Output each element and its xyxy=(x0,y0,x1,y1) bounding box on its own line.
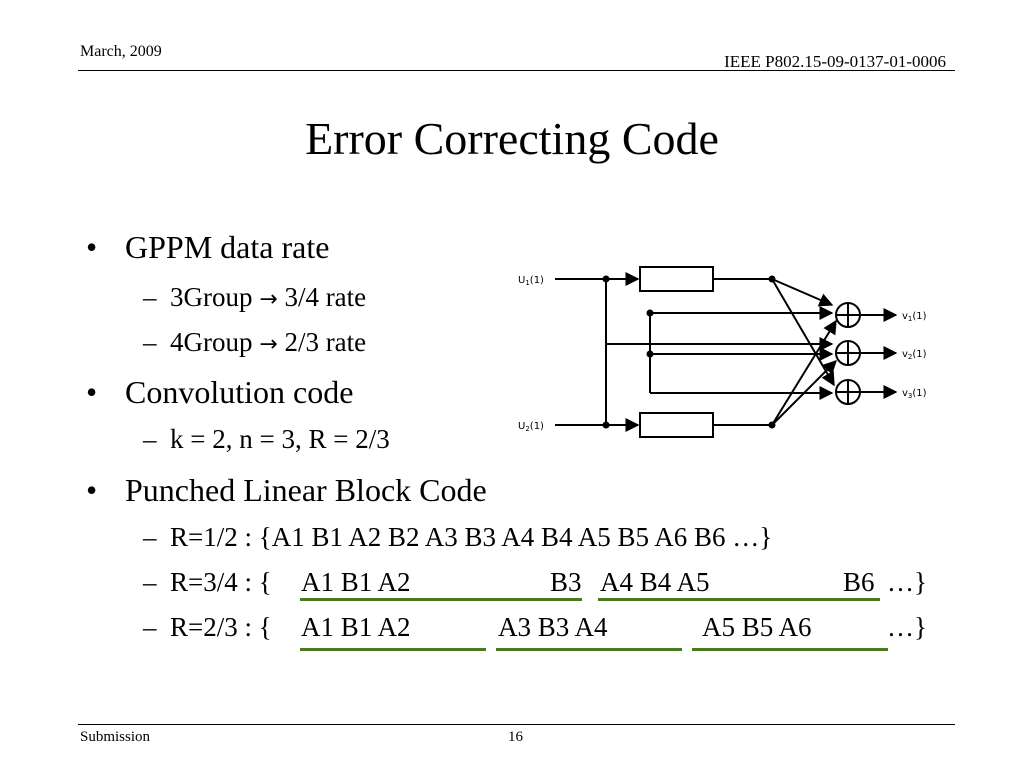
rate-3-4-group1-b: B3 xyxy=(550,567,582,597)
rate-2-3-underline-1 xyxy=(300,648,486,651)
junction-dot xyxy=(768,421,776,429)
header-date: March, 2009 xyxy=(80,43,162,60)
rate-3-4-group1-a: A1 B1 A2 xyxy=(301,567,411,597)
dash: – xyxy=(143,522,157,552)
sub-bullet-4group: 4Group → 2/3 rate xyxy=(170,327,366,358)
sub-bullet-rate-2-3-prefix: R=2/3 : { xyxy=(170,612,272,642)
junction-dot xyxy=(768,275,776,283)
rate-2-3-suffix: …} xyxy=(887,612,927,642)
footer-submission: Submission xyxy=(80,729,151,745)
arrow-icon: → xyxy=(259,332,278,357)
bullet-dot: • xyxy=(86,229,98,265)
label-v1: v1(1) xyxy=(902,311,927,323)
sub-bullet-4group-rate: 2/3 rate xyxy=(284,327,367,357)
dash: – xyxy=(143,567,157,597)
header-rule xyxy=(78,70,955,71)
sub-bullet-3group: 3Group → 3/4 rate xyxy=(170,282,366,313)
rate-3-4-underline-2 xyxy=(598,598,880,601)
label-v3: v3(1) xyxy=(902,388,927,400)
dash: – xyxy=(143,612,157,642)
rate-3-4-group2-a: A4 B4 A5 xyxy=(600,567,710,597)
xor-adder-2-icon xyxy=(835,340,861,366)
rate-2-3-group2: A3 B3 A4 xyxy=(498,612,608,642)
junction-dot xyxy=(602,275,610,283)
rate-2-3-underline-3 xyxy=(692,648,888,651)
bullet-punched-linear-block-code: Punched Linear Block Code xyxy=(125,472,487,508)
sub-bullet-rate-3-4-prefix: R=3/4 : { xyxy=(170,567,272,597)
delay-register-2 xyxy=(639,412,714,438)
slide-title: Error Correcting Code xyxy=(305,113,719,164)
rate-2-3-group3: A5 B5 A6 xyxy=(702,612,812,642)
dash: – xyxy=(143,282,157,312)
header-doc-id: IEEE P802.15-09-0137-01-0006 xyxy=(724,52,946,71)
sub-bullet-4group-text: 4Group xyxy=(170,327,253,357)
bullet-gppm-data-rate: GPPM data rate xyxy=(125,229,330,265)
label-u1: U1(1) xyxy=(518,275,544,287)
label-u2: U2(1) xyxy=(518,421,544,433)
label-v2: v2(1) xyxy=(902,349,927,361)
rate-2-3-underline-2 xyxy=(496,648,682,651)
arrow-icon: → xyxy=(259,287,278,312)
junction-dot xyxy=(646,309,654,317)
bullet-dot: • xyxy=(86,374,98,410)
dash: – xyxy=(143,424,157,454)
delay-register-1 xyxy=(639,266,714,292)
rate-2-3-group1: A1 B1 A2 xyxy=(301,612,411,642)
page-number: 16 xyxy=(508,729,523,745)
xor-adder-1-icon xyxy=(835,302,861,328)
rate-3-4-group2-b: B6 xyxy=(843,567,875,597)
bullet-dot: • xyxy=(86,472,98,508)
xor-adder-3-icon xyxy=(835,379,861,405)
junction-dot xyxy=(602,421,610,429)
bullet-convolution-code: Convolution code xyxy=(125,374,354,410)
rate-3-4-suffix: …} xyxy=(887,567,927,597)
rate-3-4-underline-1 xyxy=(300,598,582,601)
sub-bullet-3group-text: 3Group xyxy=(170,282,253,312)
sub-bullet-code-params: k = 2, n = 3, R = 2/3 xyxy=(170,424,390,454)
sub-bullet-rate-1-2: R=1/2 : {A1 B1 A2 B2 A3 B3 A4 B4 A5 B5 A… xyxy=(170,522,773,552)
junction-dot xyxy=(646,350,654,358)
footer-rule xyxy=(78,724,955,725)
dash: – xyxy=(143,327,157,357)
convolution-encoder-diagram: U1(1) U2(1) v1(1) v2(1) v3(1) xyxy=(518,266,927,438)
sub-bullet-3group-rate: 3/4 rate xyxy=(284,282,367,312)
